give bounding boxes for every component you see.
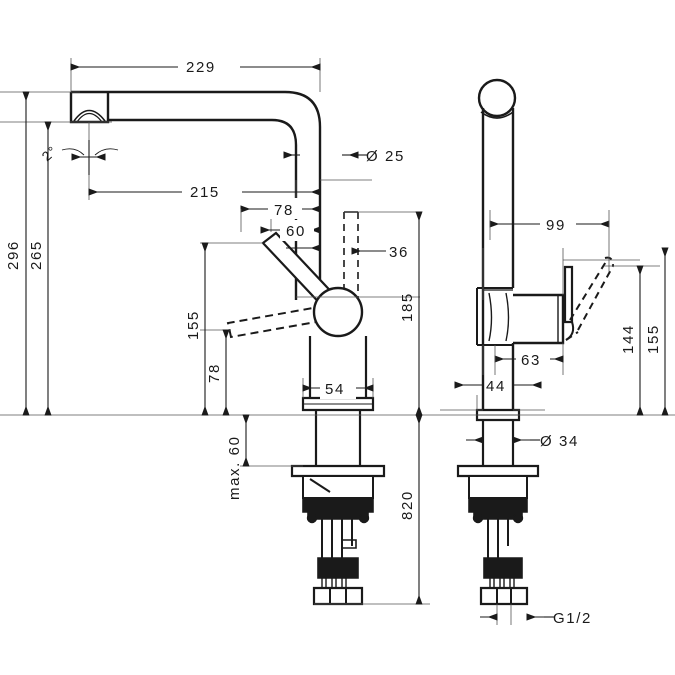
label-36: 36 <box>389 244 409 261</box>
label-155-side: 155 <box>645 324 662 354</box>
label-78-vert: 78 <box>206 363 223 383</box>
label-63: 63 <box>521 352 541 369</box>
side-view-lever <box>563 256 614 341</box>
front-view-base <box>290 336 386 606</box>
label-54: 54 <box>325 381 345 398</box>
front-view-pivot-joint <box>312 286 364 338</box>
dimension-labels: 229 215 2° Ø 25 296 265 78 60 36 155 78 … <box>5 55 662 627</box>
label-296: 296 <box>5 240 22 270</box>
label-max60: max. 60 <box>226 435 243 500</box>
label-820: 820 <box>399 490 416 520</box>
label-dia25: Ø 25 <box>366 148 405 165</box>
label-78-horiz: 78 <box>274 202 294 219</box>
label-185: 185 <box>399 292 416 322</box>
label-60-horiz: 60 <box>286 223 306 240</box>
label-265: 265 <box>28 240 45 270</box>
label-g12: G1/2 <box>553 610 592 627</box>
label-229: 229 <box>186 59 216 76</box>
side-view-base <box>456 408 540 606</box>
label-155-front: 155 <box>185 310 202 340</box>
extension-lines <box>0 58 675 625</box>
label-44: 44 <box>486 378 506 395</box>
dim-angle-2deg <box>61 140 119 175</box>
label-144: 144 <box>620 324 637 354</box>
label-dia34: Ø 34 <box>540 433 579 450</box>
label-99: 99 <box>546 217 566 234</box>
label-215: 215 <box>190 184 220 201</box>
label-2deg: 2° <box>39 143 60 164</box>
